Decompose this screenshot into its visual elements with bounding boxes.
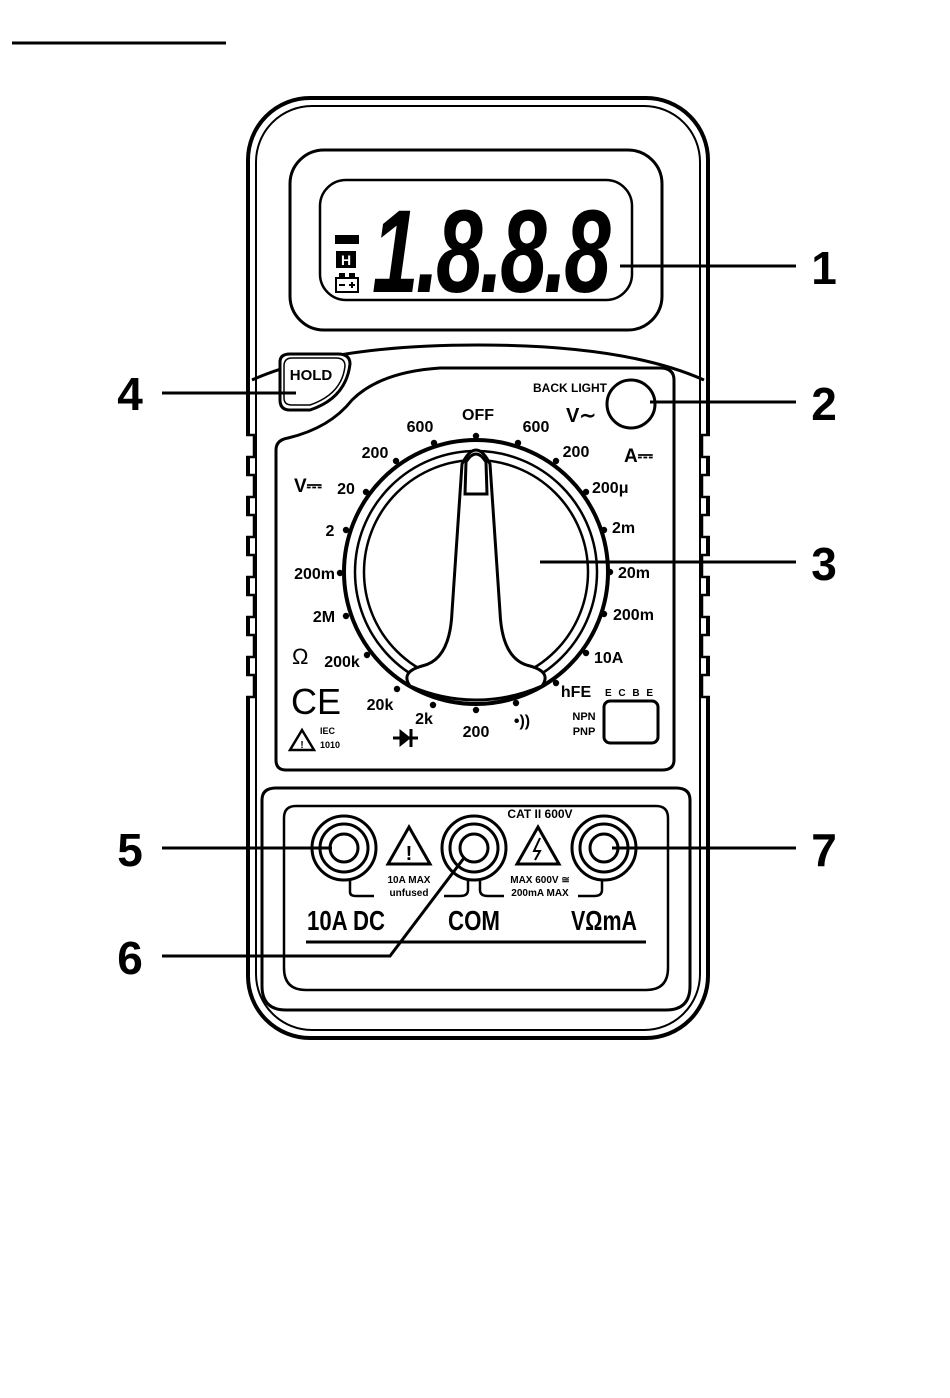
warning-10a-icon: ! [388,827,430,865]
dot-ohm-20k [394,686,400,692]
hold-button-label: HOLD [290,367,333,384]
range-continuity: •)) [514,713,530,730]
v-dc-label: V⎓ [294,476,322,497]
diode-icon [393,729,418,747]
warn-10a-max: 10A MAX [388,875,431,886]
left-grip [246,435,254,697]
lcd-display: H 1.8.8.8 [290,150,662,330]
right-grip [702,435,710,697]
range-hfe: hFE [561,684,592,701]
hfe-socket[interactable] [604,701,658,743]
range-ohm-20k: 20k [367,697,394,714]
iec-number: 1010 [320,740,340,750]
hold-button[interactable]: HOLD [280,354,350,410]
callout-6: 6 [117,932,143,984]
back-light-button[interactable] [607,380,655,428]
range-a-200m: 200m [613,607,654,624]
iec-label: IEC [320,726,336,736]
jack-v-label: VΩmA [571,905,637,936]
v-ac-label: V∼ [566,405,596,427]
range-ohm-2M: 2M [313,609,335,626]
range-ohm-200k: 200k [324,654,360,671]
dot-continuity [513,700,519,706]
range-a-20m: 20m [618,565,650,582]
range-vdc-2: 2 [326,523,335,540]
jack-10a-label: 10A DC [307,905,385,936]
callout-1: 1 [811,242,837,294]
range-vac-600: 600 [523,419,550,436]
callout-5: 5 [117,824,143,876]
range-a-200u: 200μ [592,480,628,497]
hfe-pins: E C B E [605,688,655,699]
svg-text:!: ! [406,843,413,865]
pnp-label: PNP [573,726,596,738]
warn-unfused: unfused [390,888,429,899]
hold-indicator: H [341,252,351,268]
range-ohm-200: 200 [463,724,490,741]
svg-text:!: ! [300,740,303,751]
battery-icon [336,274,358,292]
dot-ohm-200 [473,707,479,713]
callout-2: 2 [811,378,837,430]
npn-label: NPN [572,711,595,723]
range-vdc-200m: 200m [294,566,335,583]
range-vac-200: 200 [563,444,590,461]
callout-3: 3 [811,538,837,590]
display-digits: 1.8.8.8 [372,186,611,318]
range-vdc-200: 200 [362,445,389,462]
cat-rating: CAT II 600V [507,807,572,821]
callout-4: 4 [117,368,143,420]
minus-segment [335,235,359,244]
ohm-label: Ω [292,644,308,669]
dot-ohm-2M [343,613,349,619]
range-vdc-600: 600 [407,419,434,436]
range-vdc-20: 20 [337,481,355,498]
warn-200ma-max: 200mA MAX [511,888,569,899]
jack-com[interactable] [442,816,506,880]
range-off: OFF [462,407,494,424]
back-light-label: BACK LIGHT [533,381,608,395]
ce-mark: CE [291,681,341,722]
rotary-selector[interactable] [344,440,608,704]
callout-7: 7 [811,824,837,876]
range-a-10A: 10A [594,650,624,667]
dot-ohm-2k [430,702,436,708]
range-a-2m: 2m [612,520,635,537]
jack-com-label: COM [448,905,500,936]
range-ohm-2k: 2k [415,711,433,728]
a-dc-label: A⎓ [624,446,653,467]
high-voltage-icon [517,827,559,864]
warning-icon: ! [290,730,314,751]
warn-max-600v: MAX 600V ≅ [510,875,570,886]
